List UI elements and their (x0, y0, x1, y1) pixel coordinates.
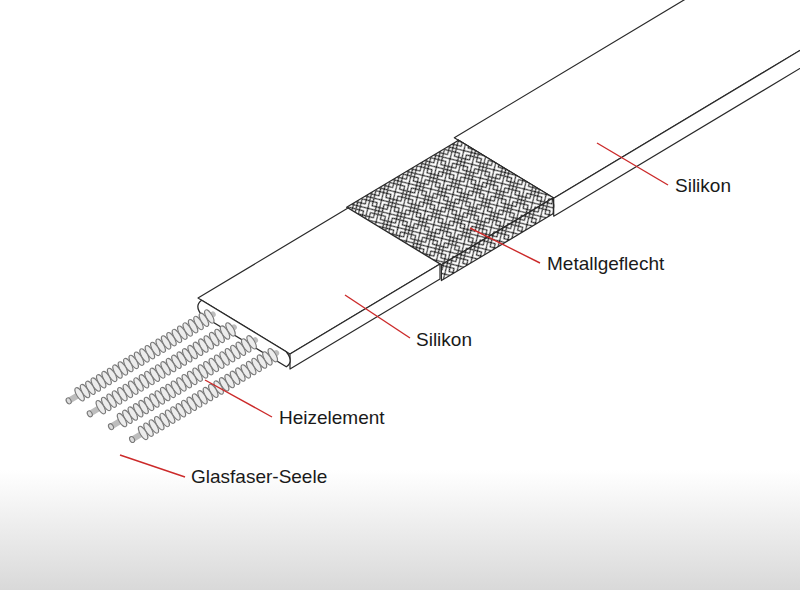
outer-silicone-side (554, 0, 800, 216)
coil-turn (137, 425, 150, 441)
heating-coil (116, 334, 258, 428)
inner-silicone-end (198, 300, 290, 367)
leader-line (205, 380, 272, 417)
metal-braid-side (441, 198, 553, 281)
core-tip (86, 410, 93, 418)
leader-line (120, 455, 185, 477)
heating-coil (94, 321, 237, 415)
coil-turn (116, 412, 129, 428)
part-label: Metallgeflecht (547, 253, 664, 275)
part-label: Glasfaser-Seele (191, 466, 327, 488)
inner-silicone-top (198, 208, 440, 354)
leader-line (597, 143, 668, 185)
core-tip (107, 423, 114, 431)
core-tip (129, 436, 136, 444)
core-tip (65, 397, 72, 405)
glass-fibre-core (111, 340, 255, 426)
coil-turn (94, 399, 107, 415)
heating-cable (65, 0, 800, 443)
heating-coil (73, 309, 216, 403)
leader-lines (120, 143, 668, 477)
heating-coil (137, 347, 280, 441)
coil-turn (73, 386, 86, 402)
part-label: Silikon (675, 175, 731, 197)
part-label: Heizelement (279, 407, 385, 429)
leader-line (470, 228, 540, 263)
glass-fibre-core (132, 353, 276, 439)
glass-fibre-core (69, 314, 213, 400)
part-label: Silikon (416, 329, 472, 351)
leader-line (345, 295, 410, 338)
inner-silicone-side (290, 264, 440, 369)
glass-fibre-core (90, 327, 234, 413)
